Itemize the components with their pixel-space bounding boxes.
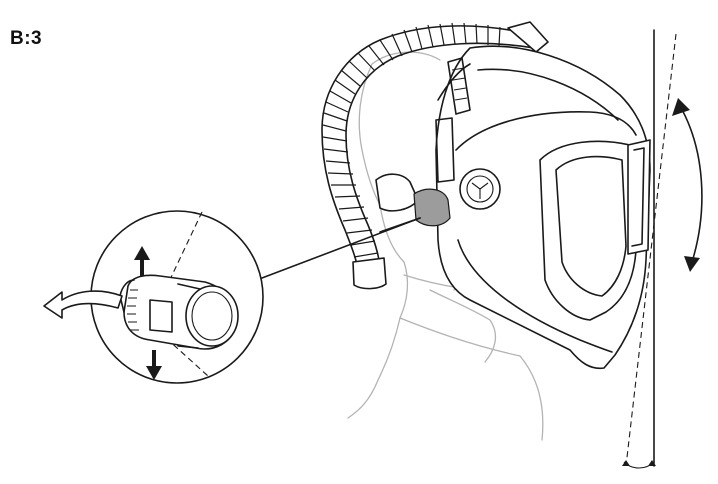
tilt-reference <box>622 29 677 469</box>
tilt-arrow-icon <box>672 98 703 272</box>
figure-label: B:3 <box>10 28 43 49</box>
air-hose <box>321 21 549 290</box>
rotate-arrow-icon <box>43 290 123 319</box>
down-arrow-icon <box>146 350 162 380</box>
welding-helmet <box>375 45 651 370</box>
leader-line-inner <box>379 217 421 233</box>
detail-circle <box>90 210 264 384</box>
up-arrow-icon <box>134 246 150 276</box>
